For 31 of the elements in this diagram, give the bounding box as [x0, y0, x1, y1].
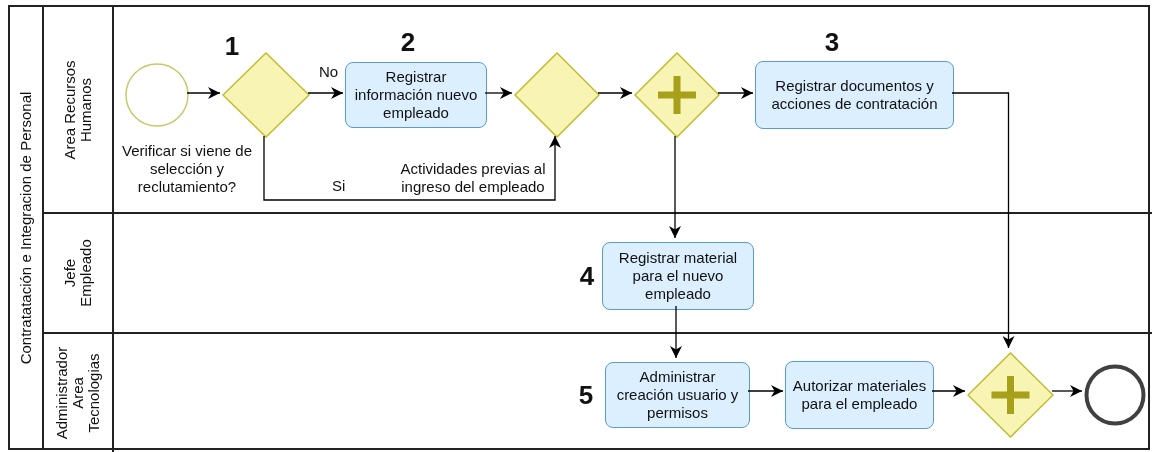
- task-label: Registrar documentos y acciones de contratación: [770, 77, 939, 113]
- swimlane: [44, 332, 1152, 452]
- sequence-flow-arrow: [717, 87, 754, 99]
- sequence-flow-arrow: [484, 87, 513, 99]
- sequence-flow-arrow: [951, 92, 1015, 349]
- sequence-flow-arrow: [263, 135, 561, 201]
- sequence-flow-arrow: [1051, 385, 1083, 397]
- task-label: Autorizar materiales para el empleado: [791, 377, 928, 413]
- sequence-flow-arrow: [307, 87, 344, 99]
- gateway-label: Verificar si viene de selección y reclutamiento?: [120, 142, 254, 196]
- step-number: 2: [399, 26, 417, 58]
- task-label: Registrar material para el nuevo empleado: [617, 249, 739, 303]
- task-label: Administrar creación usuario y permisos: [615, 368, 740, 422]
- step-number: 4: [578, 260, 596, 292]
- sequence-flow-arrow: [747, 385, 784, 397]
- sequence-flow-arrow: [670, 305, 682, 359]
- lane-label: Contratatación e Integracion de Personal: [15, 91, 35, 364]
- sequence-flow-arrow: [669, 135, 681, 239]
- sequence-flow-arrow: [931, 385, 966, 397]
- lane-label: Area Recursos Humanos: [62, 58, 94, 162]
- step-number: 1: [223, 30, 241, 62]
- lane-label: Administrador Area Tecnologias: [54, 345, 102, 442]
- sequence-flow-arrow: [597, 87, 633, 99]
- lane-label: Jefe Empleado: [62, 238, 94, 309]
- gateway-label: Actividades previas al ingreso del empleado: [399, 160, 547, 196]
- step-number: 3: [823, 26, 841, 58]
- sequence-flow-arrow: [186, 87, 221, 99]
- swimlane: [44, 212, 1152, 332]
- swimlane-pool: [8, 5, 1150, 450]
- step-number: 5: [577, 379, 595, 411]
- task-label: Registrar información nuevo empleado: [353, 68, 479, 122]
